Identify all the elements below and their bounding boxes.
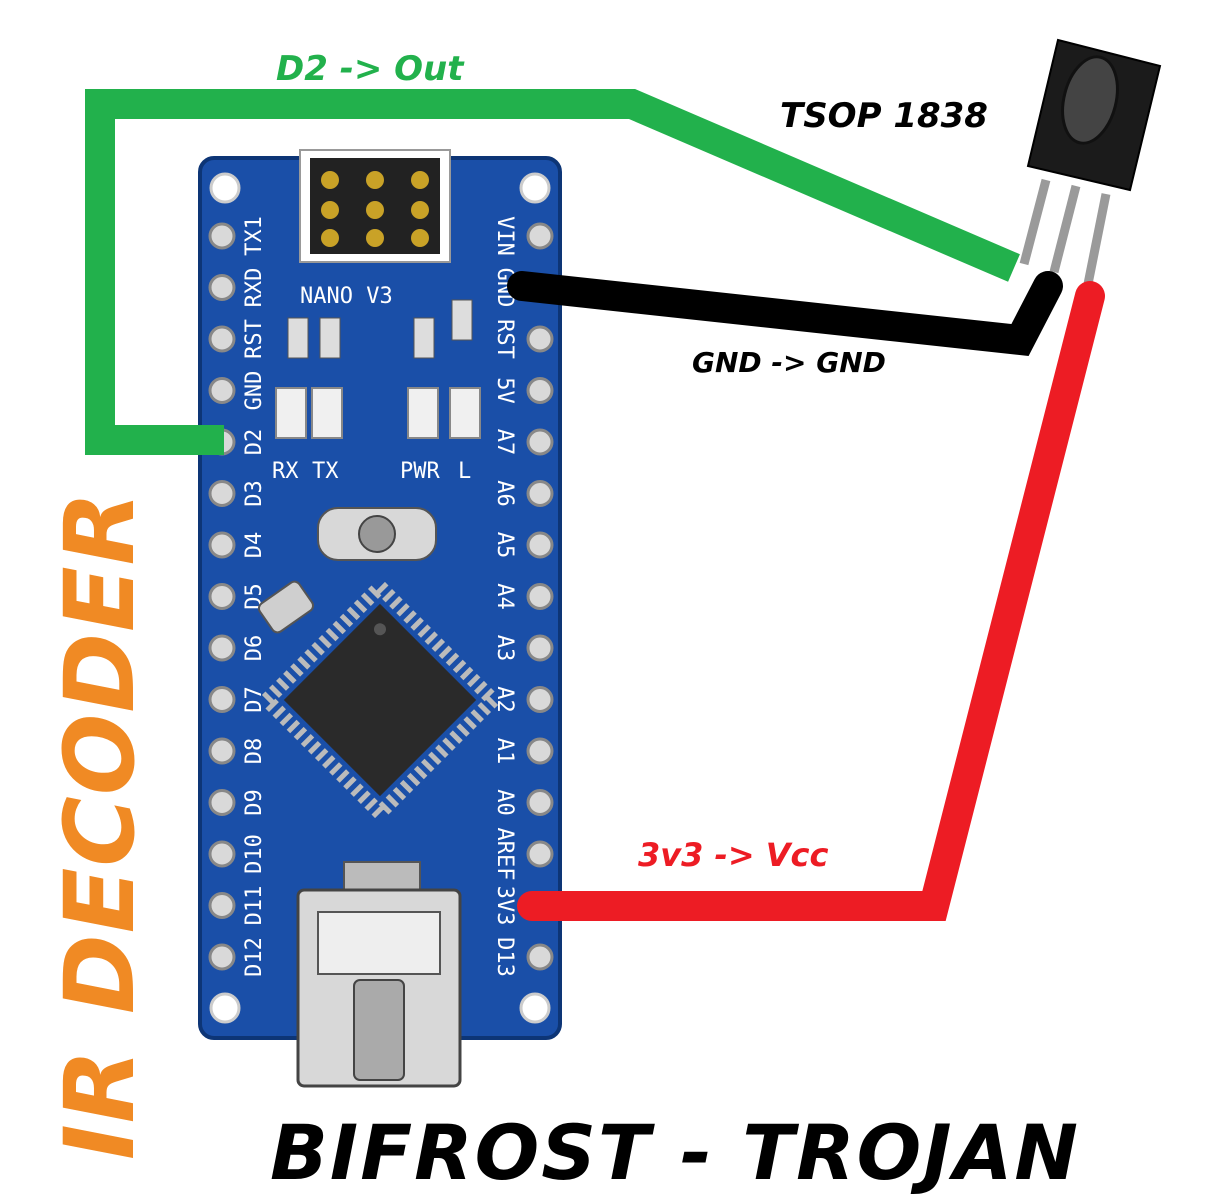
sensor-label: TSOP 1838 bbox=[780, 96, 988, 136]
left-pin-label: RXD bbox=[242, 268, 267, 308]
right-pin-label: A6 bbox=[492, 480, 517, 507]
footer-title: BIFROST - TROJAN bbox=[270, 1108, 1080, 1197]
vcc-label: 3v3 -> Vcc bbox=[638, 836, 829, 874]
right-pin-a5 bbox=[526, 531, 554, 559]
reset-button bbox=[317, 507, 437, 561]
left-pin-label: D3 bbox=[242, 480, 267, 507]
led-label-l: L bbox=[458, 459, 471, 484]
led-label-rx: RX bbox=[272, 459, 299, 484]
left-pin-label: D11 bbox=[242, 886, 267, 926]
left-pin-label: D2 bbox=[242, 429, 267, 456]
right-pin-a6 bbox=[526, 480, 554, 507]
status-leds: RX TX PWR L bbox=[272, 387, 481, 484]
left-pin-d3 bbox=[208, 480, 236, 507]
led-label-tx: TX bbox=[312, 459, 339, 484]
right-pin-label: 5V bbox=[492, 377, 517, 404]
right-pin-label: A3 bbox=[492, 635, 517, 662]
d2-out-label: D2 -> Out bbox=[276, 49, 465, 89]
right-pin-label: VIN bbox=[492, 216, 517, 256]
right-pin-5v bbox=[526, 377, 554, 404]
left-pin-label: D7 bbox=[242, 686, 267, 713]
left-pin-label: D8 bbox=[242, 738, 267, 765]
vcc-wire bbox=[517, 281, 1105, 921]
left-pin-label: D10 bbox=[242, 834, 267, 874]
left-pin-d7 bbox=[208, 686, 236, 713]
left-pin-d8 bbox=[208, 737, 236, 765]
right-pin-label: A0 bbox=[492, 789, 517, 816]
right-pin-label: A5 bbox=[492, 532, 517, 559]
out-wire bbox=[85, 89, 1020, 455]
left-pin-d12 bbox=[208, 943, 236, 971]
right-pin-rst bbox=[526, 325, 554, 353]
right-pin-label: A7 bbox=[492, 429, 517, 456]
right-pin-label: AREF bbox=[492, 828, 517, 881]
left-pin-label: RST bbox=[242, 319, 267, 359]
right-pin-a1 bbox=[526, 737, 554, 765]
right-pin-d13 bbox=[526, 943, 554, 971]
right-pin-label: RST bbox=[492, 319, 517, 359]
tsop-1838-sensor bbox=[1019, 38, 1162, 285]
left-pin-label: D4 bbox=[242, 532, 267, 559]
left-pin-d6 bbox=[208, 634, 236, 662]
left-pin-label: D12 bbox=[242, 937, 267, 977]
left-pin-d10 bbox=[208, 840, 236, 868]
icsp-header bbox=[299, 149, 451, 263]
left-pin-label: D9 bbox=[242, 789, 267, 816]
right-pin-a7 bbox=[526, 428, 554, 456]
right-pin-label: 3V3 bbox=[492, 886, 517, 926]
gnd-wire bbox=[507, 271, 1063, 357]
left-pin-rst bbox=[208, 325, 236, 353]
right-pin-label: A4 bbox=[492, 583, 517, 610]
right-pin-a4 bbox=[526, 583, 554, 610]
right-pin-vin bbox=[526, 222, 554, 250]
right-pin-label: A1 bbox=[492, 738, 517, 765]
board-name: NANO V3 bbox=[300, 284, 393, 309]
mini-usb-connector bbox=[296, 861, 462, 1088]
atmega-chip bbox=[256, 576, 504, 824]
right-pin-a3 bbox=[526, 634, 554, 662]
gnd-gnd-label: GND -> GND bbox=[692, 346, 886, 379]
left-pin-rxd bbox=[208, 274, 236, 301]
right-pin-aref bbox=[526, 840, 554, 868]
vertical-title: IR DECODER bbox=[44, 490, 156, 1160]
left-pin-d11 bbox=[208, 892, 236, 919]
left-pin-d4 bbox=[208, 531, 236, 559]
right-pin-a0 bbox=[526, 789, 554, 816]
left-pin-d5 bbox=[208, 583, 236, 610]
left-pin-tx1 bbox=[208, 222, 236, 250]
led-label-pwr: PWR bbox=[400, 459, 440, 484]
left-pin-gnd bbox=[208, 377, 236, 404]
right-pin-label: D13 bbox=[492, 937, 517, 977]
left-pin-label: TX1 bbox=[242, 216, 267, 256]
left-pin-label: D6 bbox=[242, 635, 267, 662]
right-pin-label: A2 bbox=[492, 686, 517, 713]
right-pin-a2 bbox=[526, 686, 554, 713]
left-pin-label: GND bbox=[242, 371, 267, 411]
left-pin-d9 bbox=[208, 789, 236, 816]
